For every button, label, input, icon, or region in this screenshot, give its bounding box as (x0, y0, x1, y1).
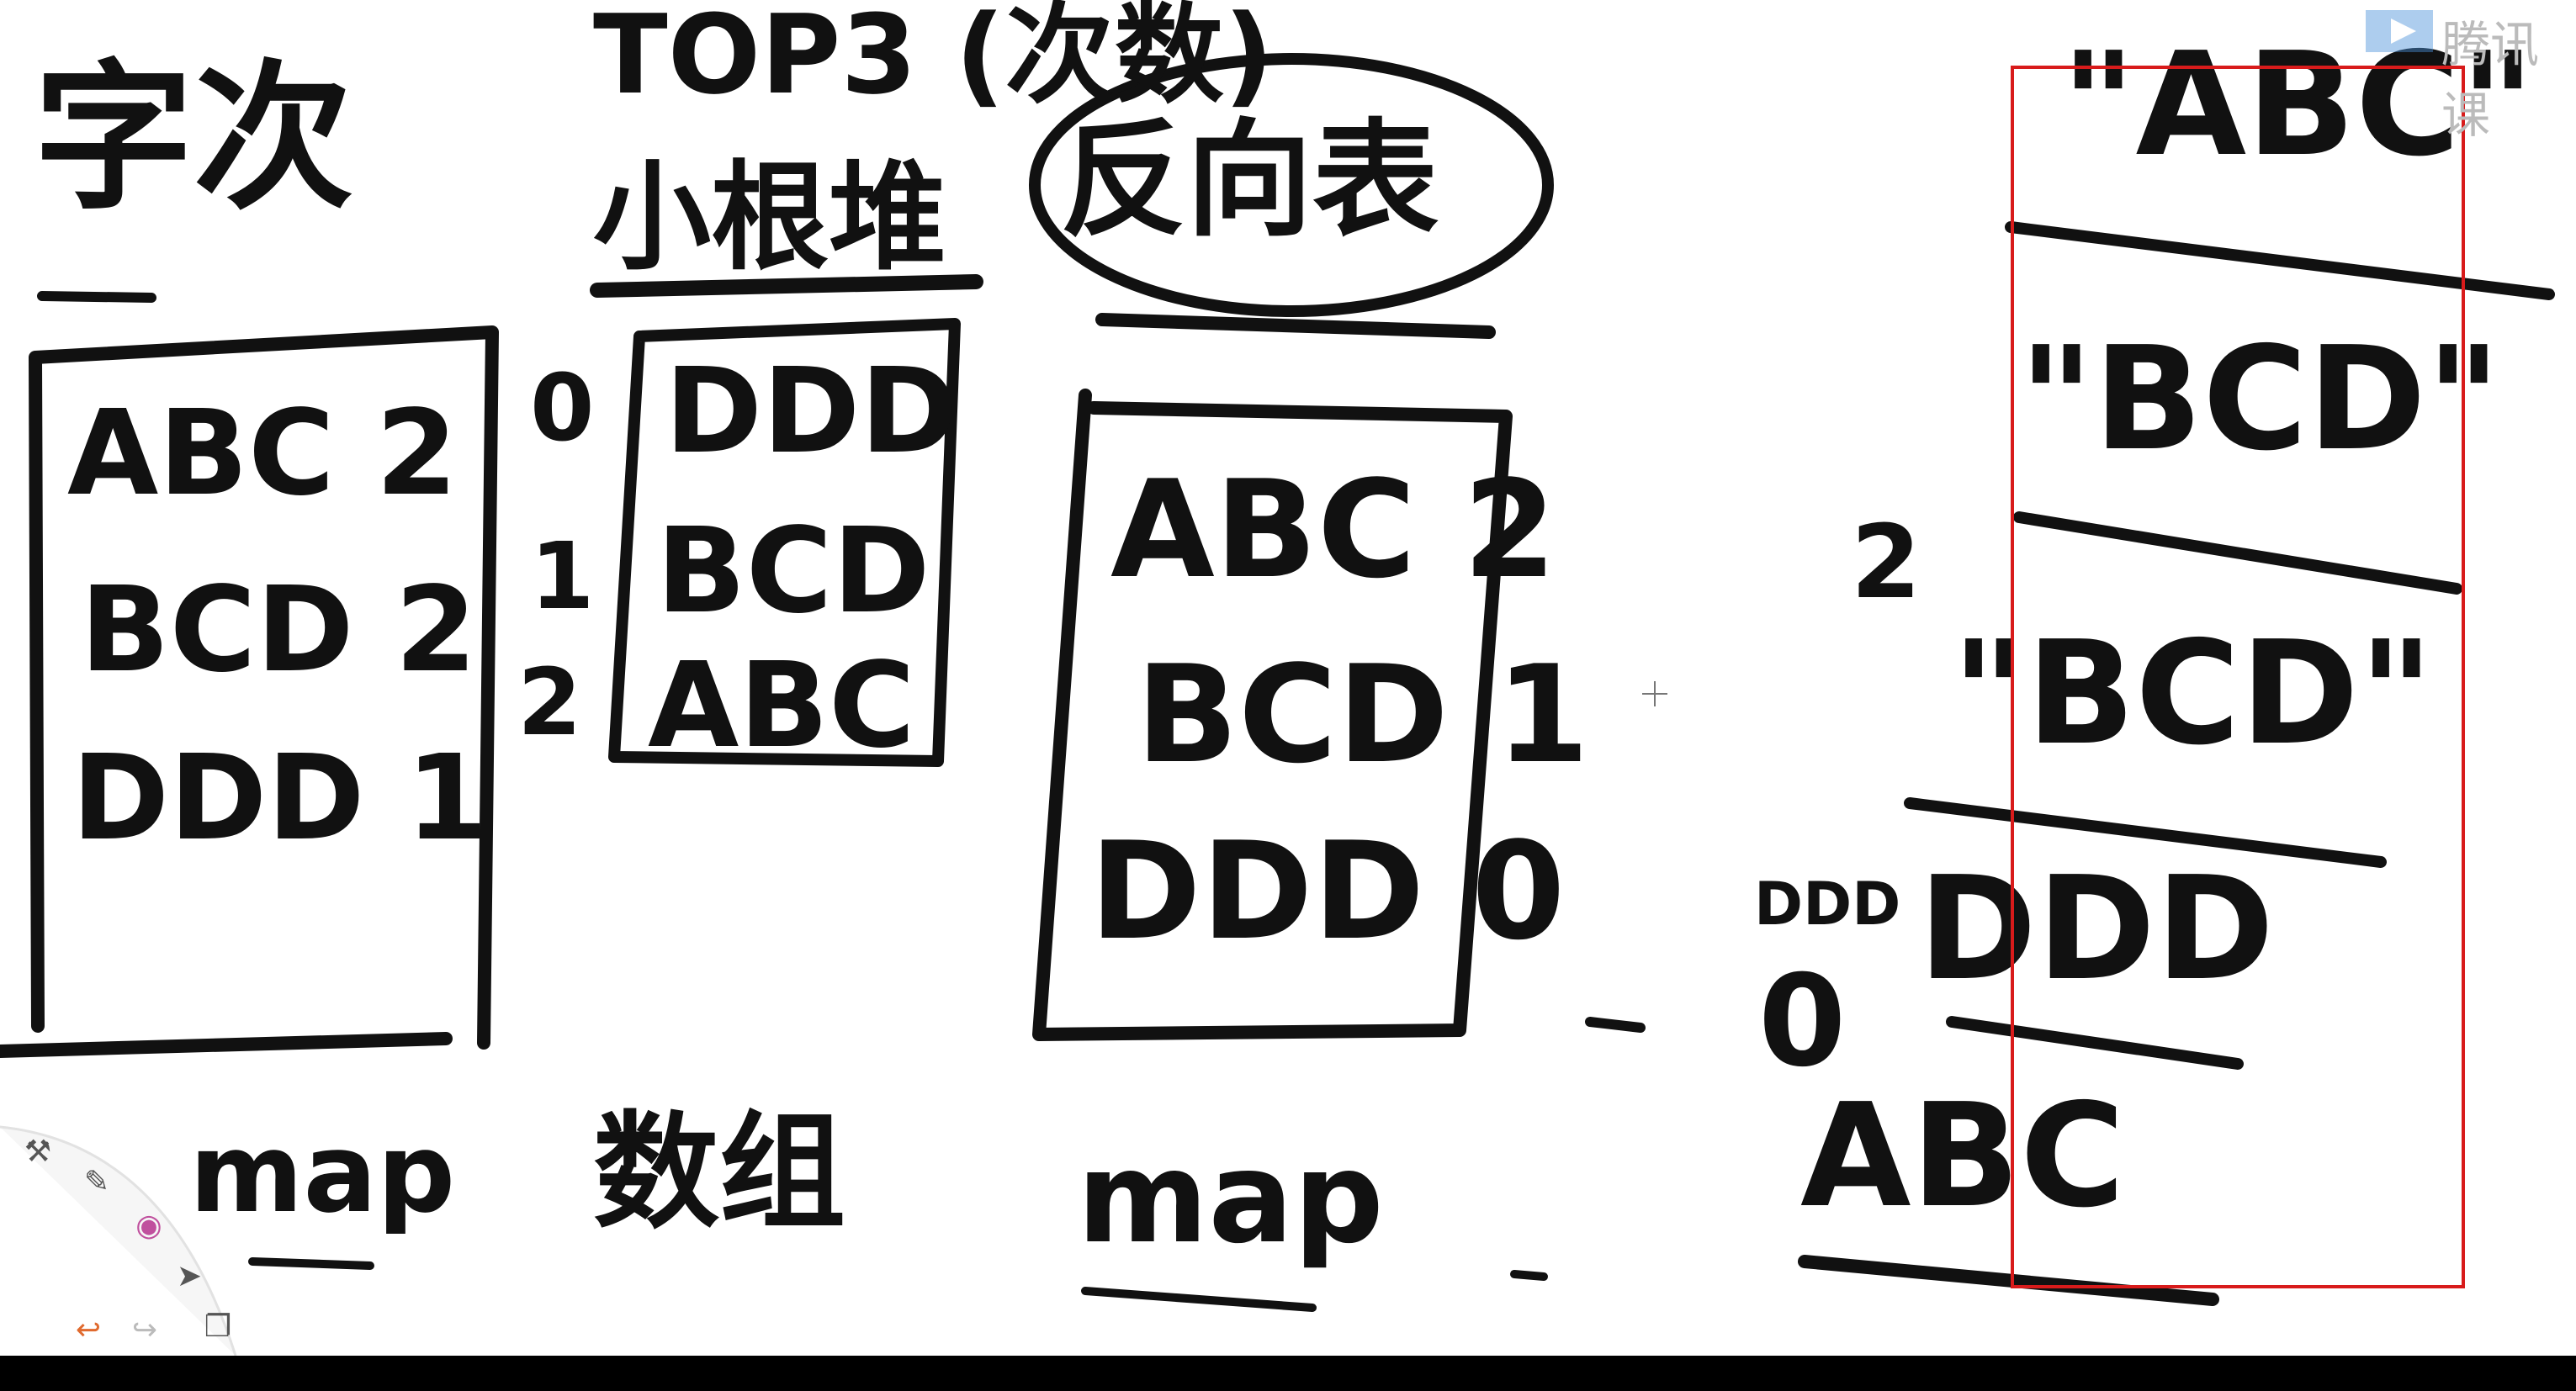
col4-item-4: DDD (1918, 846, 2275, 1013)
col1-footer: map (189, 1109, 456, 1237)
col1-heading: 字次 (34, 45, 354, 231)
col4-item-2: "BCD" (2019, 316, 2501, 483)
drawing-toolbar: ⚒ ✎ ◉ ➤ ↩ ↪ ❐ (0, 1093, 252, 1356)
col4-item-5: ABC (1800, 1073, 2125, 1240)
col3-footer: map (1077, 1125, 1384, 1272)
small-dash-2 (1510, 1270, 1548, 1281)
col2-heading: 小根堆 (593, 150, 947, 287)
bottom-black-bar (0, 1356, 2576, 1391)
pen-icon[interactable]: ✎ (83, 1164, 110, 1199)
highlight-rectangle (2011, 66, 2465, 1288)
col3-heading: 反向表 (1060, 108, 1439, 254)
col2-heading-underline (590, 274, 983, 298)
col3-row-1: ABC 2 (1110, 451, 1557, 608)
col2-index-2: 2 (517, 648, 582, 756)
col2-top-note: TOP3 (次数) (593, 0, 1275, 119)
undo-icon[interactable]: ↩ (75, 1312, 102, 1347)
col3-heading-circle (1029, 53, 1554, 317)
col3-heading-underline (1095, 313, 1496, 339)
col4-item-1: "ABC" (2061, 22, 2536, 188)
app-logo: 腾讯课 (2357, 0, 2576, 144)
col2-row-1: DDD (665, 343, 958, 480)
redo-icon[interactable]: ↪ (131, 1312, 158, 1347)
col3-box (1032, 389, 1513, 1041)
toolbar-arc (0, 1125, 237, 1356)
col2-row-3: ABC (648, 637, 915, 775)
col4-line-1 (2005, 221, 2555, 300)
col4-line-3 (1904, 797, 2387, 868)
col2-index-0: 0 (530, 354, 595, 462)
play-icon (2366, 10, 2433, 52)
col4-line-5 (1798, 1255, 2219, 1306)
col4-line-4 (1946, 1016, 2244, 1070)
col1-row-3: DDD 1 (72, 730, 488, 867)
col3-footer-underline (1081, 1287, 1317, 1312)
col1-box (0, 325, 499, 1058)
col4-small-note: DDD (1754, 870, 1901, 939)
pointer-icon[interactable]: ➤ (176, 1258, 203, 1293)
col2-index-1: 1 (530, 522, 595, 630)
col4-marker-1: 2 (1851, 505, 1921, 621)
copy-icon[interactable]: ❐ (204, 1309, 232, 1344)
col1-row-1: ABC 2 (67, 385, 458, 522)
small-dash-1 (1585, 1017, 1646, 1033)
col2-box (608, 318, 961, 767)
col1-footer-underline (248, 1257, 374, 1270)
hammer-icon[interactable]: ⚒ (24, 1134, 52, 1169)
whiteboard-canvas[interactable]: 字次 ABC 2 BCD 2 DDD 1 map TOP3 (次数) 小根堆 0… (0, 0, 2576, 1356)
col1-row-2: BCD 2 (80, 562, 477, 699)
logo-text: 腾讯课 (2441, 16, 2540, 144)
col4-line-2 (2013, 511, 2462, 595)
col1-heading-underline (37, 291, 156, 303)
crosshair-cursor-icon (1642, 681, 1667, 706)
col2-footer: 数组 (593, 1100, 846, 1246)
col4-item-3: "BCD" (1952, 611, 2434, 777)
ink-strokes (0, 53, 2555, 1312)
col4-marker-2: 0 (1758, 949, 1847, 1095)
col3-row-3: DDD 0 (1089, 812, 1566, 970)
col2-row-2: BCD (656, 503, 930, 640)
col3-row-2: BCD 1 (1136, 636, 1590, 793)
color-wheel-icon[interactable]: ◉ (135, 1208, 162, 1243)
